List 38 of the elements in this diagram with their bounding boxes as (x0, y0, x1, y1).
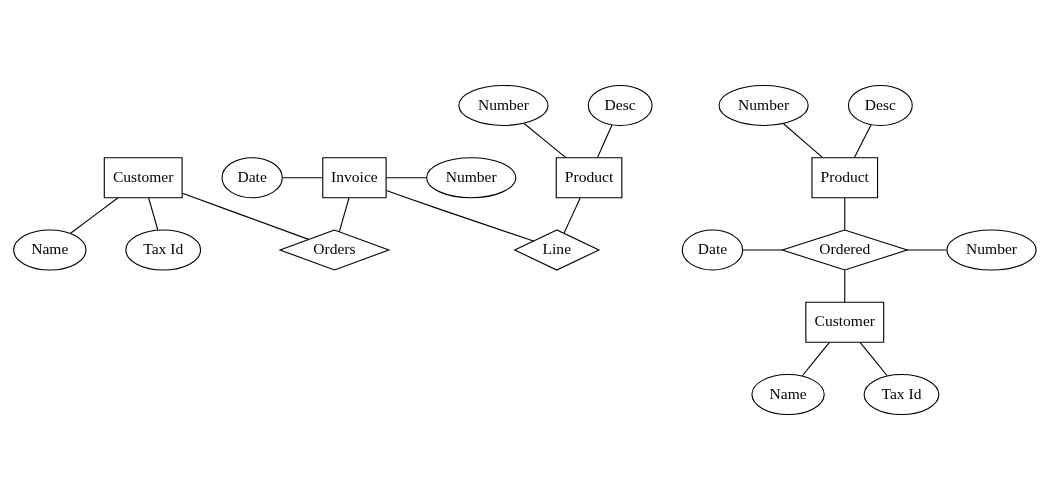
node-box: Product (811, 157, 879, 199)
node-ellipse: Number (946, 229, 1037, 271)
connector (801, 341, 830, 377)
connector (148, 197, 159, 231)
node-ellipse: Tax Id (125, 229, 202, 271)
node-ellipse: Number (718, 84, 809, 127)
connector (853, 124, 872, 159)
node-ellipse: Name (13, 229, 87, 271)
connector (385, 189, 534, 242)
connector (906, 249, 947, 251)
node-diamond: Line (513, 229, 601, 271)
node-ellipse: Number (458, 84, 549, 127)
node-diamond: Ordered (780, 229, 909, 271)
connector (844, 269, 846, 303)
connector (70, 197, 119, 234)
node-ellipse: Number (426, 157, 517, 199)
connector (281, 177, 324, 179)
node-diamond: Orders (278, 229, 391, 271)
connector (742, 249, 783, 251)
node-ellipse: Tax Id (863, 373, 940, 416)
node-ellipse: Name (751, 373, 825, 416)
connector (523, 122, 567, 159)
node-ellipse: Desc (587, 84, 653, 127)
connector (782, 122, 824, 159)
connector (385, 177, 427, 179)
connector (596, 124, 613, 159)
connector (338, 197, 350, 233)
node-ellipse: Date (221, 157, 283, 199)
node-box: Product (555, 157, 623, 199)
node-box: Customer (805, 301, 885, 343)
connector (563, 197, 581, 234)
node-box: Customer (103, 157, 183, 199)
node-box: Invoice (322, 157, 387, 199)
node-ellipse: Desc (847, 84, 913, 127)
connector (859, 341, 888, 377)
connector (844, 197, 846, 231)
node-ellipse: Date (681, 229, 744, 271)
connector (181, 192, 310, 240)
